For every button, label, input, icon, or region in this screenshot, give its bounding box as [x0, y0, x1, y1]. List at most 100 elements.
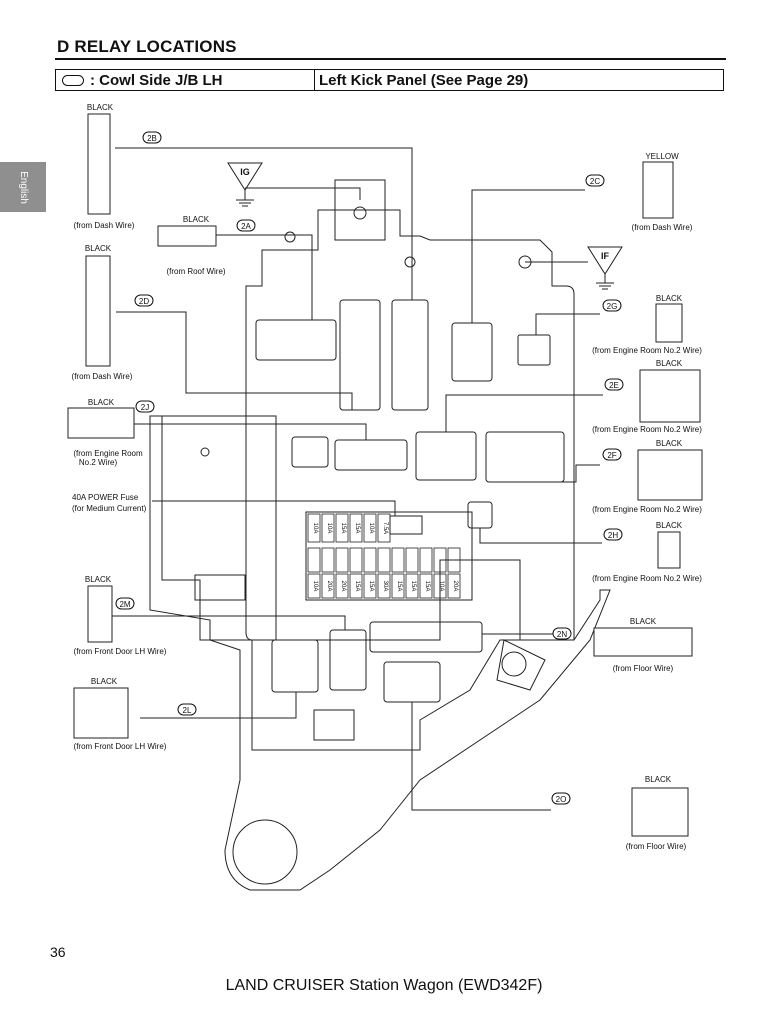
- connector-2j-source-line1: (from Engine Room: [73, 449, 143, 458]
- fuse-cells: [307, 513, 461, 599]
- junction-block-name-cell: : Cowl Side J/B LH: [56, 70, 315, 90]
- leader-2d: [116, 311, 353, 410]
- tag-2c: [585, 174, 605, 187]
- tag-2o-text: 2O: [556, 795, 567, 804]
- mounting-hole: [353, 206, 367, 220]
- tag-2d-text: 2D: [139, 297, 149, 306]
- leader-2m: [110, 615, 346, 630]
- mounting-hole: [284, 231, 296, 243]
- footer-title: LAND CRUISER Station Wagon (EWD342F): [225, 977, 543, 994]
- jb-body-outline: [245, 209, 575, 641]
- connector-2d-color: BLACK: [85, 244, 112, 253]
- tag-2m: [115, 597, 135, 610]
- fuse-rating: 20A: [340, 581, 346, 592]
- jb-socket-2n: [369, 621, 483, 653]
- connector-2m-icon: [87, 585, 113, 643]
- language-tab[interactable]: English: [0, 162, 46, 212]
- connector-2h-icon: [657, 531, 681, 569]
- connector-2a-icon: [157, 225, 217, 247]
- connector-2b-source: (from Dash Wire): [74, 221, 135, 230]
- leader-power-fuse: [152, 500, 396, 516]
- jb-socket-2j: [334, 439, 408, 471]
- mounting-hole: [501, 651, 527, 677]
- junction-block-location: Left Kick Panel (See Page 29): [315, 70, 723, 90]
- connector-2b-color: BLACK: [87, 103, 114, 112]
- leader-2j: [120, 423, 367, 440]
- tag-2l-text: 2L: [183, 706, 192, 715]
- connector-2n-icon: [593, 627, 693, 657]
- large-mounting-hole: [232, 819, 298, 885]
- connector-2f-source: (from Engine Room No.2 Wire): [592, 505, 702, 514]
- fuse-rating: 15A: [354, 581, 360, 592]
- connector-2f-icon: [637, 449, 703, 501]
- ground-ig-triangle: [227, 162, 263, 191]
- connector-2g-source: (from Engine Room No.2 Wire): [592, 346, 702, 355]
- jb-socket-2f: [485, 431, 565, 483]
- power-fuse-sublabel: (for Medium Current): [72, 504, 147, 513]
- fuse-rating: 10A: [326, 523, 332, 534]
- tag-2h-text: 2H: [608, 531, 618, 540]
- jb-socket-2a: [255, 319, 337, 361]
- tag-2d: [134, 294, 154, 307]
- jb-socket-2e: [415, 431, 477, 481]
- connector-2n-color: BLACK: [630, 617, 657, 626]
- connector-2g-icon: [655, 303, 683, 343]
- tag-2o: [551, 792, 571, 805]
- ground-if-label: IF: [601, 251, 610, 261]
- tag-2e-text: 2E: [609, 381, 619, 390]
- ground-ig-label: IG: [240, 167, 250, 177]
- leader-2b: [115, 147, 413, 300]
- connector-2o-color: BLACK: [645, 775, 672, 784]
- tag-2h: [603, 528, 623, 541]
- page-title: D RELAY LOCATIONS: [57, 37, 237, 56]
- fuse-rating: 15A: [424, 581, 430, 592]
- connector-2g-color: BLACK: [656, 294, 683, 303]
- junction-block-name: : Cowl Side J/B LH: [90, 71, 223, 89]
- jb-socket-2g: [517, 334, 551, 366]
- fuse-ratings: 10A 10A 15A 15A 10A 7.5A 10A 20A 20A 15A…: [312, 522, 458, 592]
- tag-2j: [135, 400, 155, 413]
- connector-2o-source: (from Floor Wire): [626, 842, 687, 851]
- connector-2c-color: YELLOW: [645, 152, 679, 161]
- connector-2o-icon: [631, 787, 689, 837]
- connector-2m-source: (from Front Door LH Wire): [74, 647, 167, 656]
- jb-socket-2m: [329, 629, 367, 691]
- tag-2b-text: 2B: [147, 134, 157, 143]
- leader-2c: [471, 189, 585, 323]
- fuse-rating: 10A: [312, 581, 318, 592]
- jb-socket-2c: [451, 322, 493, 382]
- connector-2n-source: (from Floor Wire): [613, 664, 674, 673]
- connector-2j-icon: [67, 407, 135, 439]
- leader-2o: [411, 702, 551, 811]
- connector-2c-source: (from Dash Wire): [632, 223, 693, 232]
- tag-2m-text: 2M: [119, 600, 130, 609]
- connector-2b-icon: [87, 113, 111, 215]
- fuse-block: [305, 511, 473, 601]
- connector-oval-icon: [62, 74, 84, 86]
- bracket-slot: [194, 574, 246, 601]
- connector-2l-icon: [73, 687, 129, 739]
- leader-2g: [535, 313, 600, 335]
- power-fuse-label: 40A POWER Fuse: [72, 493, 139, 502]
- tag-2j-text: 2J: [141, 403, 149, 412]
- leader-2a: [216, 234, 313, 320]
- connector-2e-icon: [639, 369, 701, 423]
- connector-2h-color: BLACK: [656, 521, 683, 530]
- tag-2b: [142, 131, 162, 144]
- location-text: Left Kick Panel (See Page 29): [319, 71, 529, 89]
- connector-2l-color: BLACK: [91, 677, 118, 686]
- connector-2a-color: BLACK: [183, 215, 210, 224]
- leader-2h: [479, 528, 602, 544]
- tag-2g-text: 2G: [607, 302, 618, 311]
- leader-2f: [540, 464, 600, 483]
- connector-2e-source: (from Engine Room No.2 Wire): [592, 425, 702, 434]
- fuse-rating: 7.5A: [382, 522, 388, 534]
- side-tab: [496, 639, 546, 691]
- bracket-inner: [161, 416, 252, 641]
- jb-socket-2d: [391, 299, 429, 411]
- jb-bracket-outline: [149, 415, 611, 891]
- tag-2f: [602, 448, 622, 461]
- connector-2m-color: BLACK: [85, 575, 112, 584]
- tag-2l: [177, 703, 197, 716]
